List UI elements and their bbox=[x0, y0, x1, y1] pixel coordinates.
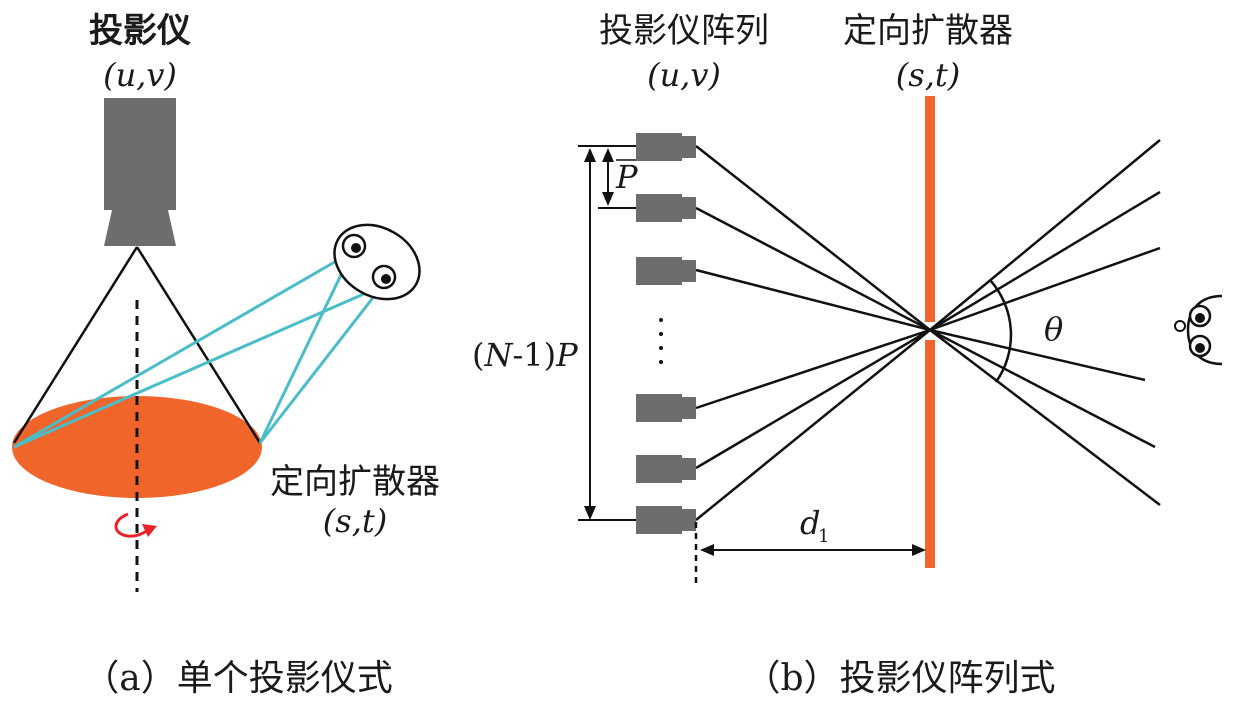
distance-dimension bbox=[700, 544, 926, 556]
distance-label: d bbox=[800, 504, 820, 542]
directional-diffuser-bar bbox=[925, 96, 935, 568]
diffused-rays bbox=[929, 139, 1161, 506]
distance-subscript: 1 bbox=[818, 526, 829, 547]
projection-cone bbox=[12, 246, 262, 444]
rotation-arrow-icon bbox=[114, 512, 157, 538]
projector-icon bbox=[104, 98, 176, 246]
caption-a: （a）单个投影仪式 bbox=[83, 658, 392, 699]
caption-b: （b）投影仪阵列式 bbox=[744, 658, 1055, 699]
panel-b: 投影仪阵列 (u,v) 定向扩散器 (s,t) θ bbox=[472, 11, 1223, 699]
panel-a: 投影仪 (u,v) bbox=[12, 11, 440, 699]
span-dimension bbox=[578, 148, 636, 521]
projector-icon bbox=[636, 455, 696, 483]
projector-rays bbox=[695, 145, 931, 521]
diffuser-title-b: 定向扩散器 bbox=[843, 11, 1013, 51]
projector-icon bbox=[636, 506, 696, 534]
projector-title: 投影仪 bbox=[89, 11, 191, 51]
viewer-eyes-icon bbox=[333, 223, 421, 301]
pitch-label: P bbox=[615, 158, 638, 196]
projector-ellipsis bbox=[659, 318, 663, 364]
diffuser-title-a: 定向扩散器 bbox=[270, 462, 440, 502]
viewer-eyes-icon bbox=[1174, 294, 1223, 366]
projector-coord: (u,v) bbox=[103, 56, 177, 94]
projector-array bbox=[636, 133, 696, 534]
projector-icon bbox=[636, 194, 696, 222]
array-title: 投影仪阵列 bbox=[599, 11, 769, 51]
view-angle-arc bbox=[989, 279, 1013, 383]
span-label: (N-1)P bbox=[472, 336, 578, 374]
projector-icon bbox=[636, 394, 696, 422]
viewing-rays bbox=[13, 250, 384, 449]
projector-icon bbox=[636, 133, 696, 161]
projector-icon bbox=[636, 257, 696, 285]
diffuser-coord-b: (s,t) bbox=[896, 56, 960, 94]
pitch-dimension bbox=[578, 145, 636, 209]
array-coord: (u,v) bbox=[647, 56, 721, 94]
angle-label: θ bbox=[1044, 310, 1063, 348]
diffuser-coord-a: (s,t) bbox=[323, 502, 387, 540]
